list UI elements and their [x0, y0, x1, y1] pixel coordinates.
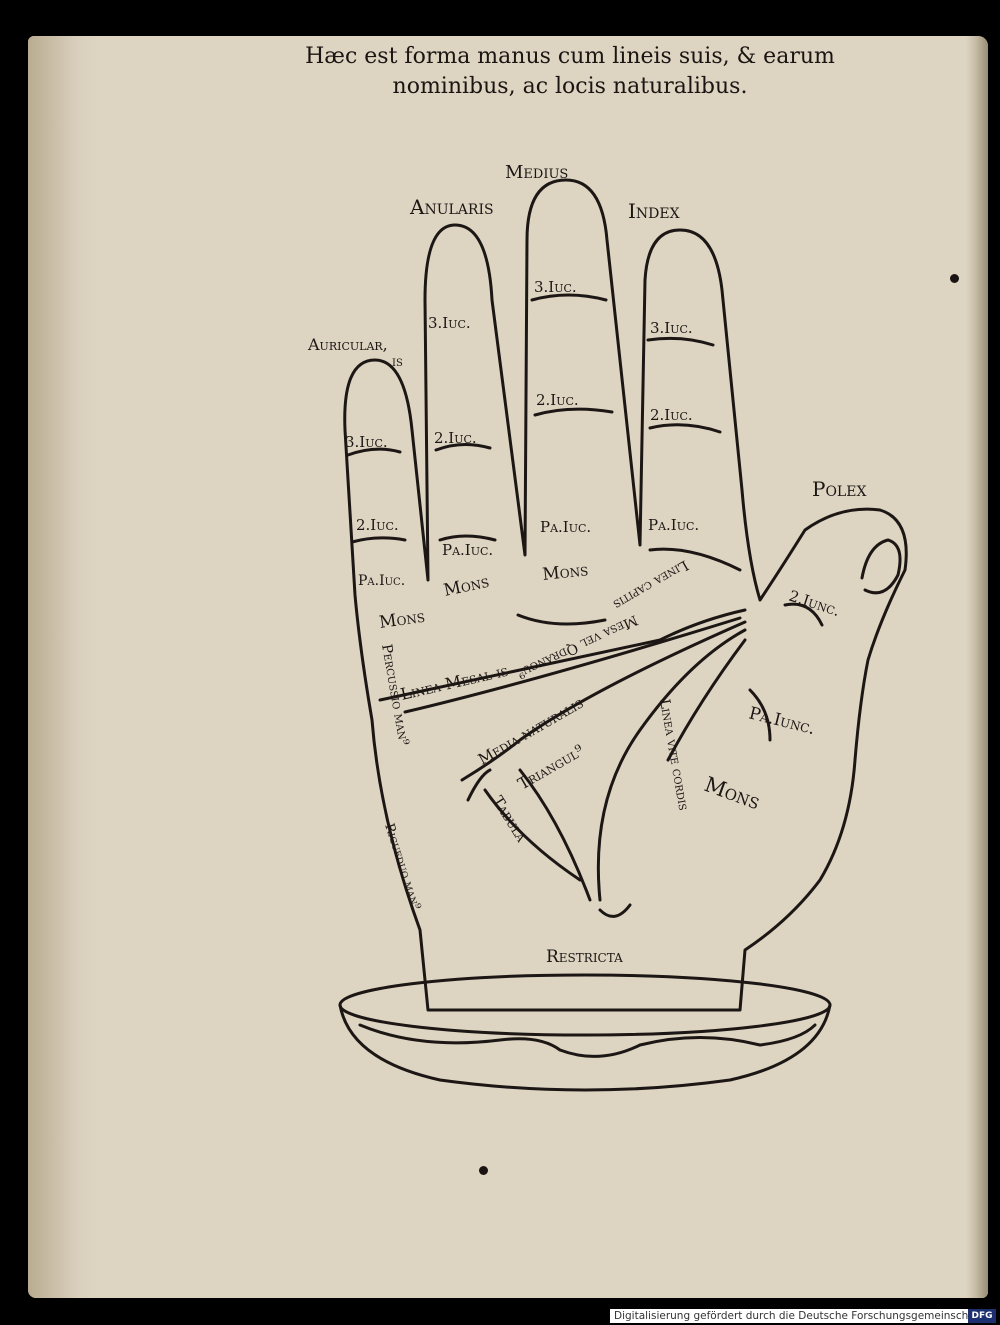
label-auricularis-suffix: is: [392, 354, 403, 370]
joint-auric-2: 2.Iuc.: [356, 516, 399, 534]
joint-ind-1: Pa.Iuc.: [648, 516, 699, 534]
joint-anul-2: 2.Iuc.: [434, 429, 477, 447]
label-mons-1: Mons: [378, 607, 426, 633]
joint-med-3: 3.Iuc.: [534, 278, 577, 296]
thumbnail: [860, 538, 902, 595]
label-index: Index: [628, 199, 680, 223]
digitization-credit: Digitalisierung gefördert durch die Deut…: [610, 1309, 974, 1323]
dfg-logo: DFG: [968, 1309, 996, 1323]
page-mark-bottom: [479, 1166, 488, 1175]
page-title: Hæc est forma manus cum lineis suis, & e…: [270, 42, 870, 102]
label-rigueduo: Rigueduo man⁹: [381, 822, 423, 912]
page-spine-shadow: [28, 36, 98, 1298]
joint-ind-2: 2.Iuc.: [650, 406, 693, 424]
page-mark-right: [950, 274, 959, 283]
label-triangulus: Triangul⁹: [515, 740, 588, 793]
joint-pol-1: Pa.Iunc.: [747, 703, 817, 739]
joint-ind-3: 3.Iuc.: [650, 319, 693, 337]
label-mons-thumb: Mons: [701, 772, 763, 814]
label-auricularis: Auricular,: [307, 335, 388, 354]
joint-anul-1: Pa.Iuc.: [442, 541, 493, 559]
joint-med-1: Pa.Iuc.: [540, 518, 591, 536]
label-linea-capitis: Linea capitis: [610, 557, 691, 613]
title-line-2: nominibus, ac locis naturalibus.: [392, 74, 748, 99]
label-medius: Medius: [505, 162, 568, 183]
label-polex: Polex: [812, 477, 866, 501]
joint-auric-1: Pa.Iuc.: [358, 573, 405, 589]
hand-outline: [343, 178, 908, 1012]
label-mons-3: Mons: [541, 560, 589, 585]
joint-anul-3: 3.Iuc.: [428, 314, 471, 332]
label-tabula: Tabula: [489, 793, 532, 846]
label-anularis: Anularis: [409, 195, 494, 219]
label-restricta: Restricta: [546, 947, 623, 967]
joint-auric-3: 3.Iuc.: [345, 433, 388, 451]
label-linea-vitae: Linea vite cordis: [656, 698, 691, 812]
page-edge-shadow: [966, 36, 988, 1298]
joint-med-2: 2.Iuc.: [536, 391, 579, 409]
label-mons-2: Mons: [442, 572, 491, 601]
title-line-1: Hæc est forma manus cum lineis suis, & e…: [305, 44, 835, 69]
label-linea-mensal: Linea Mesal is: [399, 661, 510, 704]
label-mesa-quadrangulus: Mesa vel Qdrangu⁹: [514, 611, 640, 681]
